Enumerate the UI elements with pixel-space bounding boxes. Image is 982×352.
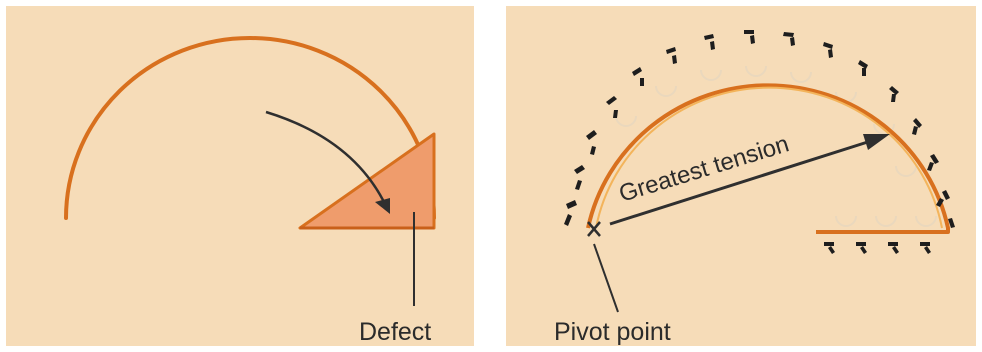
tension-arrow	[609, 138, 875, 226]
pivot-point-marker	[587, 221, 601, 237]
right-diagram: Greatest tension Pivot point	[554, 30, 955, 346]
defect-label: Defect	[359, 318, 431, 346]
left-diagram: Defect	[64, 36, 436, 346]
rotation-arrow	[265, 110, 386, 203]
flap-outline	[64, 36, 436, 220]
right-panel: Greatest tension Pivot point	[506, 6, 976, 346]
inner-scallops	[615, 65, 937, 227]
pivot-label: Pivot point	[554, 318, 671, 346]
tension-label: Greatest tension	[616, 130, 792, 207]
pivot-leader-line	[593, 243, 619, 313]
left-panel: Defect	[6, 6, 474, 346]
flap-closure-line	[586, 83, 950, 234]
suture-marks	[564, 30, 955, 254]
rotation-arrowhead	[375, 198, 390, 214]
flap-closure-highlight	[595, 86, 943, 229]
tension-arrowhead	[863, 134, 890, 150]
